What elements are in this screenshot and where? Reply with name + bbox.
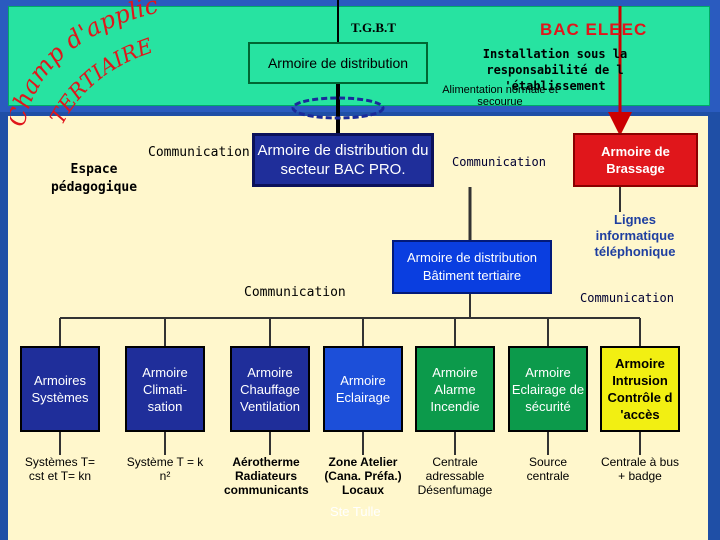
armoire-secteur-box: Armoire de distribution du secteur BAC P… bbox=[252, 133, 434, 187]
lignes-label: Lignes informatique téléphonique bbox=[594, 212, 676, 259]
espace-pedagogique: Espace pédagogique bbox=[50, 162, 138, 195]
armoire-eclairage-securite: Armoire Eclairage de sécurité bbox=[508, 346, 588, 432]
communication-label-1: Communication bbox=[148, 145, 250, 160]
armoire-climatisation: Armoire Climati-sation bbox=[125, 346, 205, 432]
armoire-intrusion: Armoire Intrusion Contrôle d 'accès bbox=[600, 346, 680, 432]
installation-text: Installation sous la responsabilité de l… bbox=[482, 47, 628, 93]
communication-label-3: Communication bbox=[244, 285, 346, 300]
desc-systemes: Systèmes T= cst et T= kn bbox=[24, 455, 96, 483]
armoire-systemes: Armoires Systèmes bbox=[20, 346, 100, 432]
desc-climatisation: Système T = k n² bbox=[126, 455, 204, 483]
alimentation-ellipse bbox=[291, 96, 385, 120]
tgbt-label: T.G.B.T bbox=[351, 20, 396, 35]
armoire-chauffage: Armoire Chauffage Ventilation bbox=[230, 346, 310, 432]
desc-intrusion: Centrale à bus + badge bbox=[600, 455, 680, 483]
armoire-brassage-box: Armoire de Brassage bbox=[573, 133, 698, 187]
communication-label-4: Communication bbox=[580, 291, 674, 305]
desc-eclairage-securite: Source centrale bbox=[526, 455, 570, 483]
bac-eleec-title: BAC ELEEC bbox=[540, 20, 648, 39]
desc-alarme: Centrale adressable Désenfumage bbox=[417, 455, 493, 497]
communication-label-2: Communication bbox=[452, 155, 546, 169]
desc-eclairage: Zone Atelier (Cana. Préfa.) Locaux bbox=[324, 455, 402, 497]
armoire-alarme: Armoire Alarme Incendie bbox=[415, 346, 495, 432]
armoire-distribution-box: Armoire de distribution bbox=[248, 42, 428, 84]
alimentation-text: Alimentation normale et secourue bbox=[442, 84, 558, 108]
armoire-batiment-box: Armoire de distribution Bâtiment tertiai… bbox=[392, 240, 552, 294]
ste-tulle-label: Ste Tulle bbox=[330, 504, 381, 519]
champ-application-title: Champ d'application TERTIAIRE bbox=[10, 0, 161, 129]
desc-chauffage: Aérotherme Radiateurs communicants bbox=[224, 455, 309, 497]
armoire-eclairage: Armoire Eclairage bbox=[323, 346, 403, 432]
